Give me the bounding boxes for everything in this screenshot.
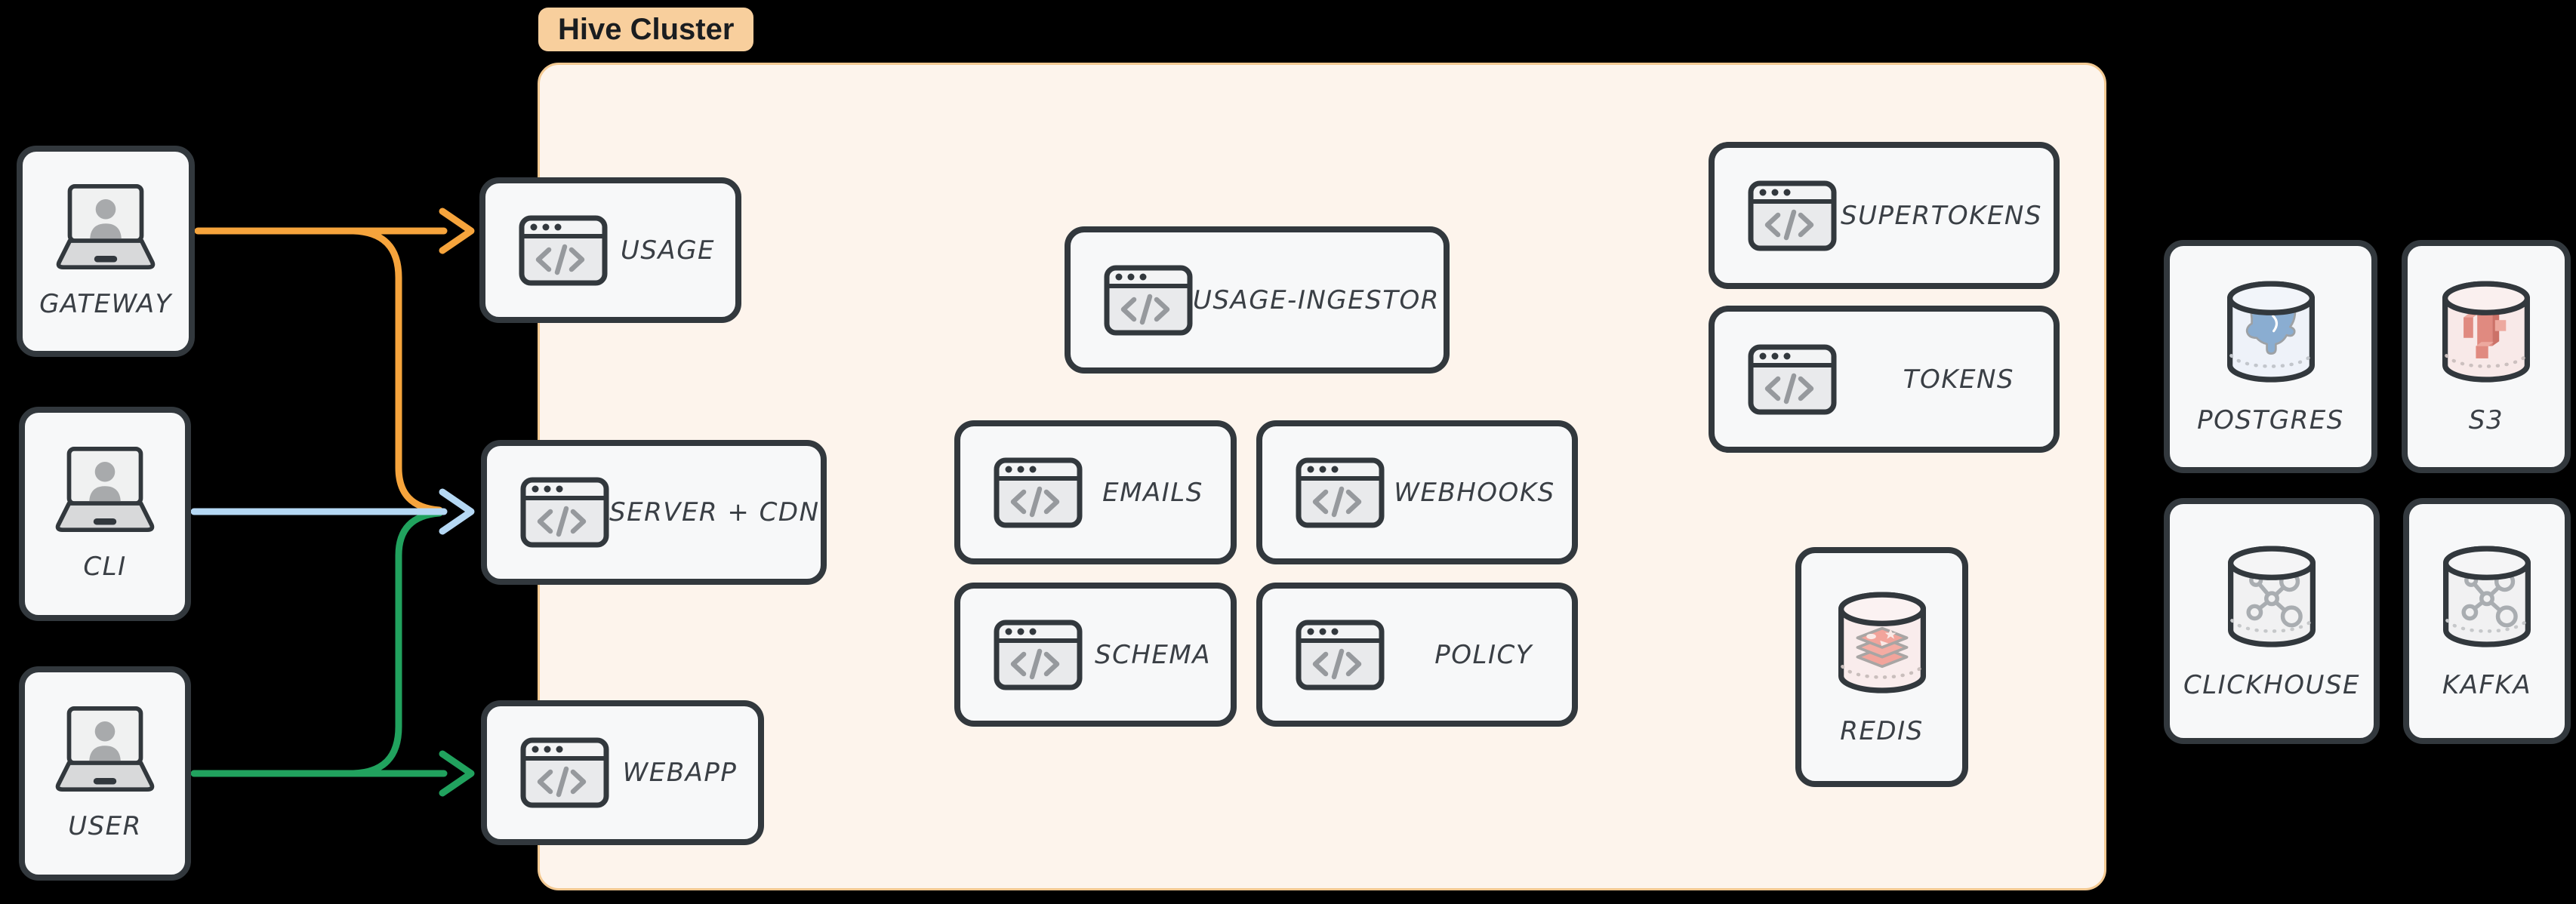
node-user-label: USER xyxy=(68,811,142,841)
node-redis-label: REDIS xyxy=(1840,715,1924,746)
node-tokens: TOKENS xyxy=(1709,306,2060,453)
node-supertokens: SUPERTOKENS xyxy=(1709,142,2060,289)
user-laptop-icon xyxy=(48,706,162,793)
node-schema: SCHEMA xyxy=(954,583,1237,727)
node-emails: EMAILS xyxy=(954,420,1237,564)
node-clickhouse: CLICKHOUSE xyxy=(2164,498,2380,744)
edge-user-to-webapp-arrowhead xyxy=(439,750,475,797)
code-window-icon xyxy=(994,457,1083,528)
user-laptop-icon xyxy=(48,446,162,533)
node-kafka: KAFKA xyxy=(2403,498,2571,744)
node-usage-ingestor: USAGE-INGESTOR xyxy=(1065,226,1450,374)
node-usage-label: USAGE xyxy=(620,235,716,266)
node-kafka-label: KAFKA xyxy=(2442,669,2532,700)
postgres-database-icon xyxy=(2220,278,2322,387)
node-tokens-label: TOKENS xyxy=(1903,364,2014,395)
node-webhooks-label: WEBHOOKS xyxy=(1394,477,1555,508)
user-laptop-icon xyxy=(48,183,163,271)
node-schema-label: SCHEMA xyxy=(1095,639,1211,670)
node-webapp: WEBAPP xyxy=(481,700,764,845)
code-window-icon xyxy=(994,620,1083,690)
node-postgres: POSTGRES xyxy=(2164,240,2377,473)
node-gateway-label: GATEWAY xyxy=(39,289,172,319)
node-webapp-label: WEBAPP xyxy=(622,758,738,788)
node-emails-label: EMAILS xyxy=(1102,477,1203,508)
code-window-icon xyxy=(520,737,609,808)
node-redis: REDIS xyxy=(1795,547,1968,787)
node-gateway: GATEWAY xyxy=(17,146,195,357)
hive-cluster-label: Hive Cluster xyxy=(538,8,754,51)
edge-gateway-to-usage-arrowhead xyxy=(439,208,475,254)
node-server-cdn: SERVER + CDN xyxy=(481,440,827,585)
node-postgres-label: POSTGRES xyxy=(2197,405,2344,435)
node-usage-ingestor-label: USAGE-INGESTOR xyxy=(1193,284,1440,315)
clickhouse-database-icon xyxy=(2220,543,2323,652)
node-webhooks: WEBHOOKS xyxy=(1256,420,1578,564)
node-cli: CLI xyxy=(19,407,191,621)
edge-cli-to-server-cdn-arrowhead xyxy=(439,488,475,535)
code-window-icon xyxy=(1104,265,1193,336)
redis-database-icon xyxy=(1831,589,1934,698)
node-cli-label: CLI xyxy=(83,552,127,582)
node-clickhouse-label: CLICKHOUSE xyxy=(2183,669,2361,700)
kafka-database-icon xyxy=(2436,543,2538,652)
s3-database-icon xyxy=(2435,278,2537,387)
code-window-icon xyxy=(1296,457,1385,528)
node-s3-label: S3 xyxy=(2468,405,2504,435)
code-window-icon xyxy=(1748,344,1837,415)
code-window-icon xyxy=(1748,180,1837,251)
node-policy-label: POLICY xyxy=(1434,639,1533,670)
edge-user-to-server-cdn xyxy=(350,509,443,777)
code-window-icon xyxy=(519,215,608,286)
code-window-icon xyxy=(1296,620,1385,690)
node-user: USER xyxy=(19,666,191,881)
node-server-cdn-label: SERVER + CDN xyxy=(609,497,820,527)
node-supertokens-label: SUPERTOKENS xyxy=(1841,200,2042,231)
node-usage: USAGE xyxy=(479,177,741,323)
node-s3: S3 xyxy=(2402,240,2571,473)
code-window-icon xyxy=(520,477,609,548)
node-policy: POLICY xyxy=(1256,583,1578,727)
edge-gateway-to-server-cdn xyxy=(350,227,443,514)
